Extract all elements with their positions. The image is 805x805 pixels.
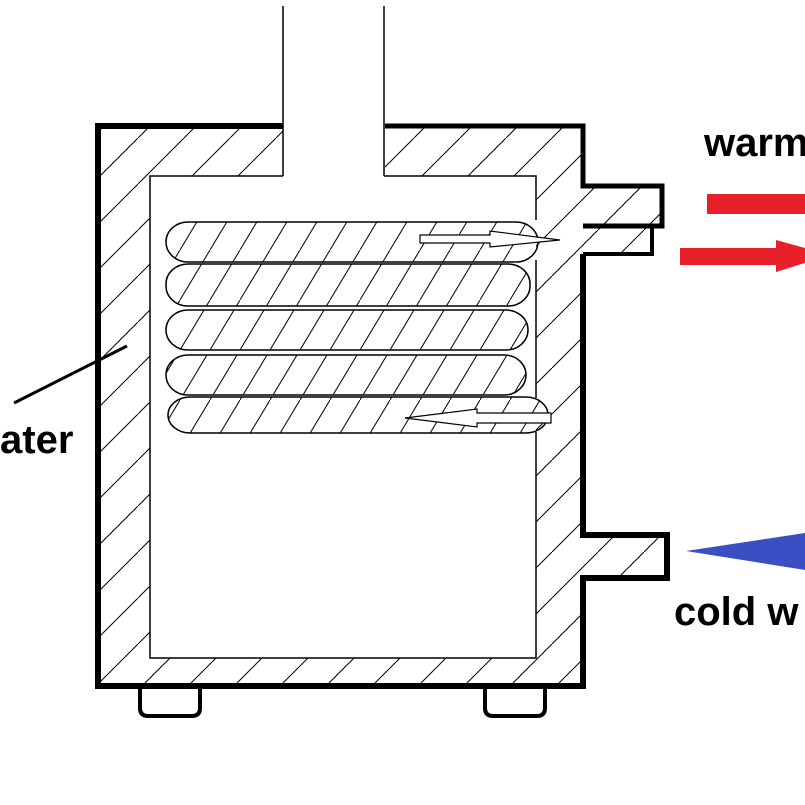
left-label: ater [0, 418, 73, 462]
warm-arrow-upper [707, 194, 805, 214]
heat-exchanger-coil [165, 221, 561, 434]
cold-label: cold w [674, 590, 799, 634]
cold-arrow [686, 533, 805, 570]
feet [138, 688, 547, 718]
coil-turn [165, 309, 529, 351]
warm-water-outlet [680, 194, 805, 272]
boiler-body [95, 123, 670, 689]
foot-left [138, 688, 202, 718]
flue-pipe [282, 6, 385, 176]
coil-turn [165, 354, 527, 396]
coil-outflow-arrow [419, 230, 561, 248]
label-pointer-line [13, 344, 128, 405]
warm-arrow-lower [680, 240, 805, 272]
coil-turn [165, 263, 531, 307]
coil-inflow-arrow [404, 408, 552, 428]
warm-label: warm [703, 121, 805, 165]
cold-water-inlet [686, 533, 805, 570]
foot-right [483, 688, 547, 718]
